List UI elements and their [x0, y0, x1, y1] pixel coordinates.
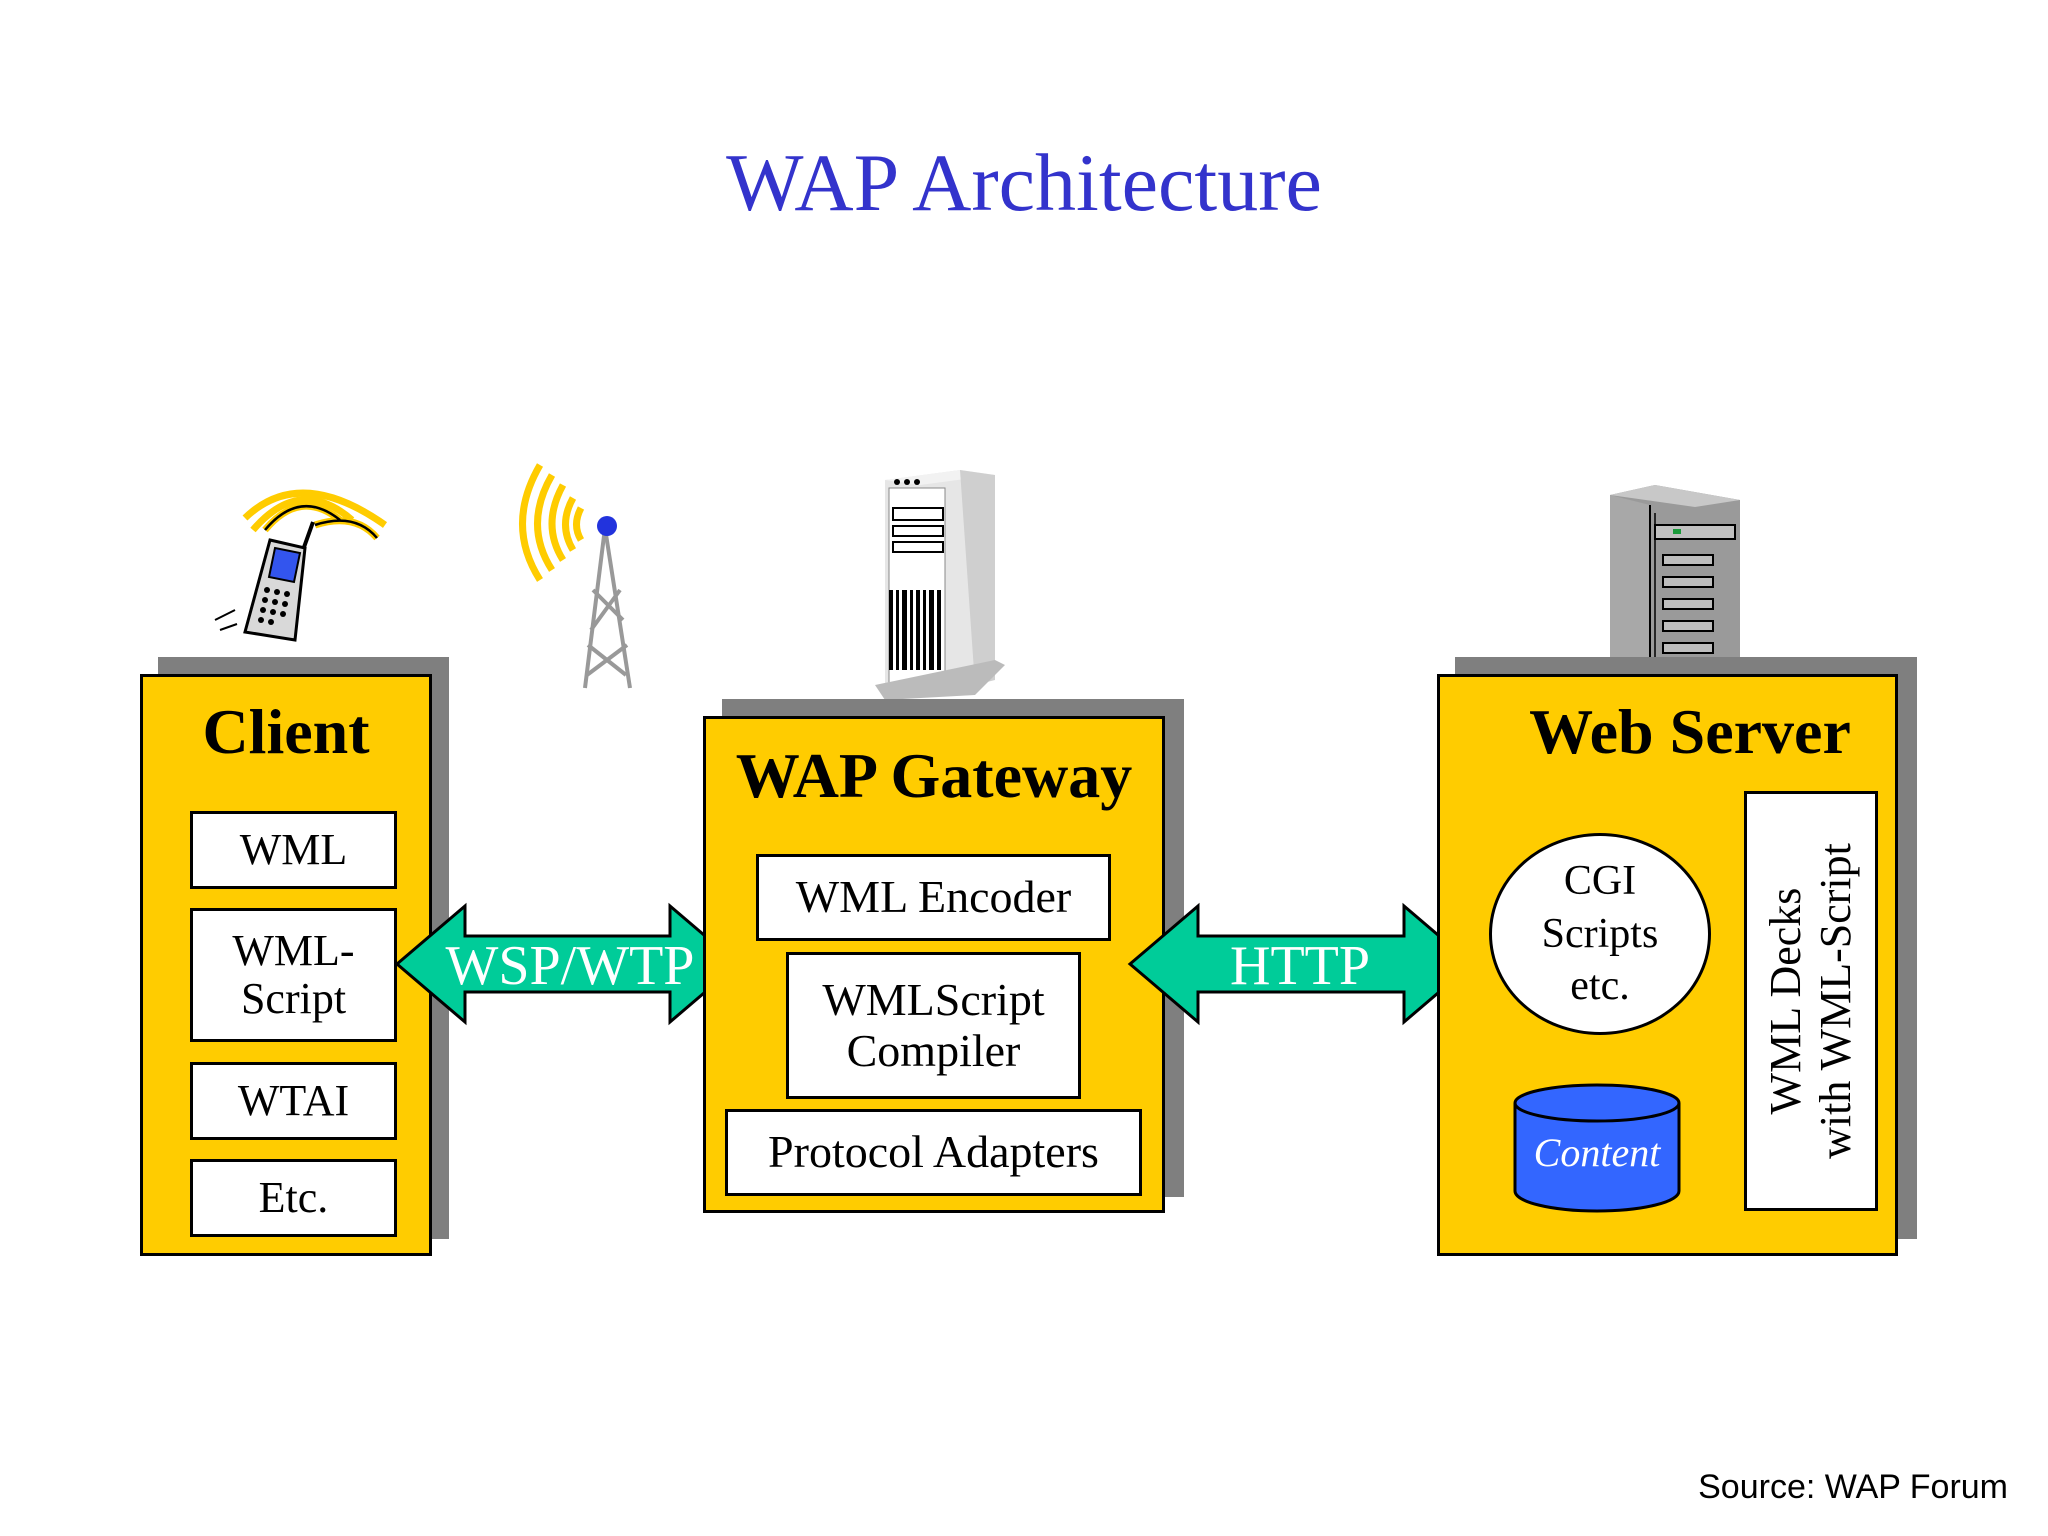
diagram-title: WAP Architecture: [726, 137, 1322, 228]
gateway-item-wmlscript-compiler: WMLScript Compiler: [786, 952, 1081, 1099]
source-caption: Source: WAP Forum: [1698, 1468, 2008, 1506]
webserver-title: Web Server: [1529, 696, 1851, 767]
client-item-wmlscript: WML- Script: [190, 908, 397, 1042]
http-label: HTTP: [1230, 935, 1370, 997]
radio-tower-icon: [519, 463, 632, 689]
client-item-etc: Etc.: [190, 1159, 397, 1237]
wml-decks-text: WML Decks with WML-Script: [1761, 843, 1861, 1159]
gateway-title: WAP Gateway: [735, 740, 1133, 811]
web-server-icon: [1610, 485, 1740, 675]
wml-decks-box: WML Decks with WML-Script: [1744, 791, 1878, 1211]
cgi-scripts-circle: CGI Scripts etc.: [1489, 833, 1711, 1035]
wml-decks-line1: WML Decks: [1761, 887, 1810, 1115]
wsp-wtp-label: WSP/WTP: [445, 935, 695, 997]
content-database-icon: [1513, 1083, 1681, 1213]
wml-decks-line2: with WML-Script: [1811, 843, 1860, 1159]
client-title: Client: [202, 696, 370, 767]
gateway-item-protocol-adapters: Protocol Adapters: [725, 1109, 1142, 1196]
client-item-wtai: WTAI: [190, 1062, 397, 1140]
gateway-item-wml-encoder: WML Encoder: [756, 854, 1111, 941]
client-item-wml: WML: [190, 811, 397, 889]
content-label: Content: [1533, 1130, 1661, 1175]
mobile-phone-icon: [214, 489, 388, 642]
gateway-server-icon: [875, 470, 1005, 700]
